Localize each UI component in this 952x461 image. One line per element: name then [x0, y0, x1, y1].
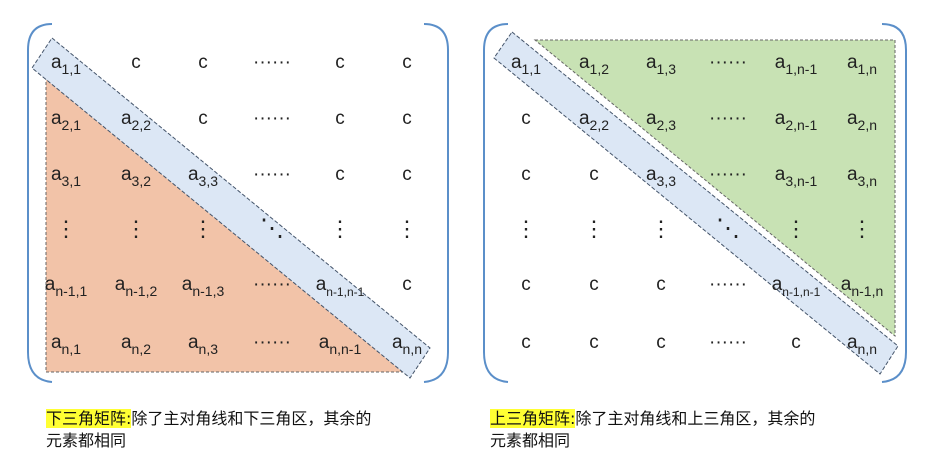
upper-caption-text: 除了主对角线和上三角区，其余的 [575, 409, 816, 428]
upper-cell-r1-c3: a1,3 [646, 52, 676, 77]
lower-cell-r3-c4: ······ [253, 164, 291, 185]
upper-right-bracket [881, 23, 907, 383]
upper-cell-r3-c4: ······ [709, 164, 747, 185]
lower-cell-r5-c3: an-1,3 [182, 274, 225, 299]
lower-cell-r1-c1: a1,1 [51, 52, 81, 77]
lower-cell-r5-c5: an-1,n-1 [316, 274, 365, 299]
upper-matrix-cells: a1,1 a1,2 a1,3 ······ a1,n-1 a1,n c a2,2 a2,3 ···… [511, 52, 883, 357]
lower-cell-r4-c3: ⋮ [192, 216, 214, 241]
upper-cell-r2-c5: a2,n-1 [775, 108, 818, 133]
lower-caption-line2: 元素都相同 [46, 431, 127, 450]
upper-cell-r3-c6: a3,n [847, 164, 877, 189]
lower-right-bracket [423, 23, 449, 383]
lower-cell-r5-c1: an-1,1 [45, 274, 88, 299]
upper-main-diagonal-band [493, 31, 899, 375]
lower-matrix-caption: 下三角矩阵:除了主对角线和下三角区，其余的 元素都相同 [46, 408, 466, 452]
lower-cell-r6-c4: ······ [253, 332, 291, 353]
lower-cell-r4-c5: ⋮ [329, 216, 351, 241]
upper-cell-r1-c4: ······ [709, 52, 747, 73]
upper-cell-r5-c6: an-1,n [841, 274, 884, 299]
upper-cell-r6-c2: c [589, 332, 599, 353]
lower-cell-r1-c3: c [198, 52, 208, 73]
upper-cell-r5-c3: c [656, 274, 666, 295]
lower-cell-r6-c1: an,1 [51, 332, 81, 357]
upper-cell-r5-c4: ······ [709, 274, 747, 295]
upper-cell-r6-c1: c [521, 332, 531, 353]
lower-cell-r3-c1: a3,1 [51, 164, 81, 189]
lower-left-bracket [27, 23, 53, 383]
upper-cell-r4-c3: ⋮ [650, 216, 672, 241]
upper-cell-r6-c5: c [791, 332, 801, 353]
lower-cell-r6-c3: an,3 [188, 332, 218, 357]
upper-cell-r4-c1: ⋮ [515, 216, 537, 241]
upper-caption-line2: 元素都相同 [490, 431, 571, 450]
lower-cell-r2-c3: c [198, 108, 208, 129]
lower-cell-r2-c4: ······ [253, 108, 291, 129]
lower-main-diagonal-band [31, 37, 431, 379]
upper-cell-r1-c2: a1,2 [579, 52, 609, 77]
upper-cell-r1-c1: a1,1 [511, 52, 541, 77]
upper-cell-r4-c6: ⋮ [851, 216, 873, 241]
upper-cell-r4-c4: ⋱ [716, 215, 740, 242]
lower-cell-r2-c5: c [335, 108, 345, 129]
lower-cell-r6-c6: an,n [392, 332, 422, 357]
lower-cell-r3-c5: c [335, 164, 345, 185]
upper-cell-r2-c1: c [521, 108, 531, 129]
lower-cell-r3-c2: a3,2 [121, 164, 151, 189]
upper-cell-r2-c6: a2,n [847, 108, 877, 133]
lower-cell-r4-c6: ⋮ [396, 216, 418, 241]
lower-cell-r5-c4: ······ [253, 274, 291, 295]
upper-caption-highlight: 上三角矩阵: [490, 409, 576, 428]
lower-cell-r6-c2: an,2 [121, 332, 151, 357]
lower-cell-r1-c4: ······ [253, 52, 291, 73]
lower-cell-r6-c5: an,n-1 [319, 332, 362, 357]
upper-cell-r1-c5: a1,n-1 [775, 52, 818, 77]
lower-caption-highlight: 下三角矩阵: [46, 409, 132, 428]
lower-caption-text: 除了主对角线和下三角区，其余的 [131, 409, 372, 428]
upper-triangle-region [533, 39, 896, 338]
upper-cell-r6-c3: c [656, 332, 666, 353]
lower-cell-r4-c4: ⋱ [260, 215, 284, 242]
lower-cell-r2-c2: a2,2 [121, 108, 151, 133]
lower-cell-r2-c6: c [402, 108, 412, 129]
lower-cell-r1-c6: c [402, 52, 412, 73]
upper-cell-r2-c4: ······ [709, 108, 747, 129]
upper-cell-r1-c6: a1,n [847, 52, 877, 77]
upper-cell-r3-c1: c [521, 164, 531, 185]
lower-cell-r2-c1: a2,1 [51, 108, 81, 133]
lower-cell-r4-c1: ⋮ [55, 216, 77, 241]
lower-cell-r4-c2: ⋮ [125, 216, 147, 241]
lower-cell-r3-c6: c [402, 164, 412, 185]
upper-cell-r3-c3: a3,3 [646, 164, 676, 189]
upper-cell-r6-c6: an,n [847, 332, 877, 357]
lower-cell-r5-c2: an-1,2 [115, 274, 158, 299]
upper-cell-r5-c2: c [589, 274, 599, 295]
upper-left-bracket [483, 23, 509, 383]
lower-triangular-matrix: a1,1 c c ······ c c a2,1 a2,2 c ······ c c a3,1 a3,2 a… [27, 23, 449, 383]
upper-cell-r2-c2: a2,2 [579, 108, 609, 133]
upper-cell-r5-c5: an-1,n-1 [772, 274, 821, 299]
lower-cell-r3-c3: a3,3 [188, 164, 218, 189]
upper-cell-r5-c1: c [521, 274, 531, 295]
upper-cell-r2-c3: a2,3 [646, 108, 676, 133]
lower-cell-r1-c2: c [131, 52, 141, 73]
upper-cell-r4-c5: ⋮ [785, 216, 807, 241]
upper-cell-r4-c2: ⋮ [583, 216, 605, 241]
upper-cell-r6-c4: ······ [709, 332, 747, 353]
upper-cell-r3-c5: a3,n-1 [775, 164, 818, 189]
upper-matrix-caption: 上三角矩阵:除了主对角线和上三角区，其余的 元素都相同 [490, 408, 910, 452]
lower-cell-r5-c6: c [402, 274, 412, 295]
lower-cell-r1-c5: c [335, 52, 345, 73]
upper-triangular-matrix: a1,1 a1,2 a1,3 ······ a1,n-1 a1,n c a2,2 a2,3 ···… [483, 23, 907, 383]
upper-cell-r3-c2: c [589, 164, 599, 185]
lower-matrix-cells: a1,1 c c ······ c c a2,1 a2,2 c ······ c c a3,1 a3,2 a… [45, 52, 422, 357]
